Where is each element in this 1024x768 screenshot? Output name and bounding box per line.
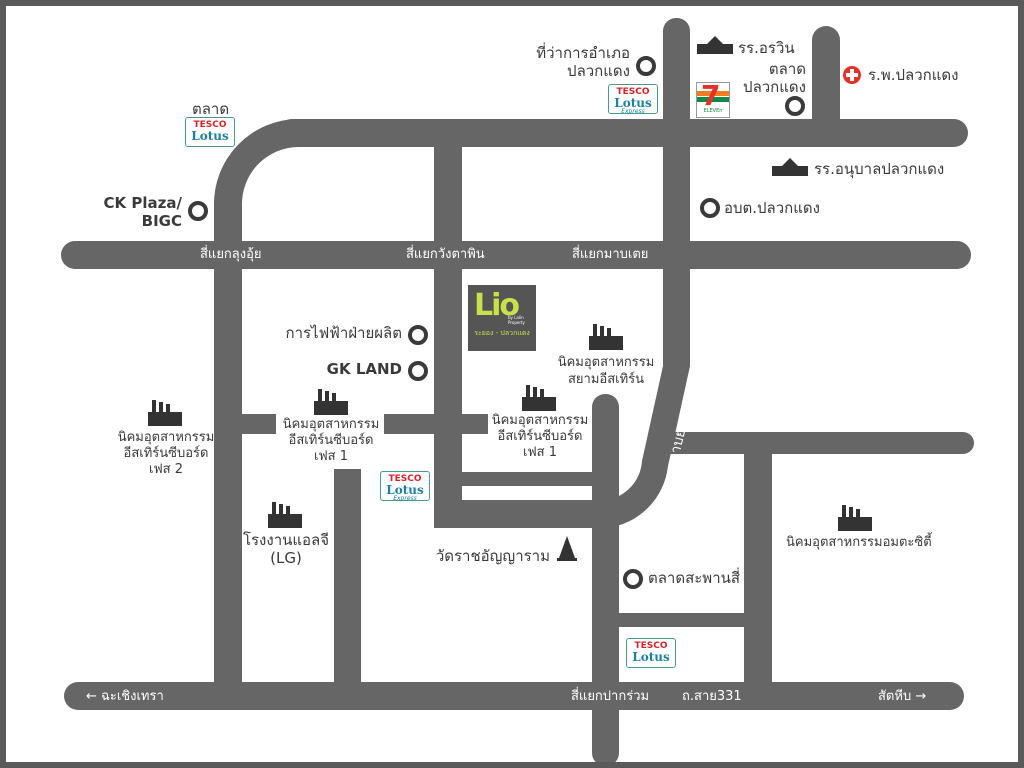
label-hospital: ร.พ.ปลวกแดง [868,66,959,84]
road-label-wang-ta-pin: สี่แยกวังตาพิน [406,247,485,262]
marker-market-pluakdaeng[interactable] [785,96,805,116]
factory-icon-amata [838,505,872,531]
marker-ck-plaza[interactable] [188,201,208,221]
label-market-pluakdaeng: ตลาด ปลวกแดง [743,60,806,96]
project-tag: ระยอง - ปลวกแดง [474,329,530,337]
marker-egat[interactable] [408,325,428,345]
label-egat: การไฟฟ้าฝ่ายผลิต [285,324,403,342]
tesco-sub: Express [393,495,417,502]
tesco-brand: TESCO [193,120,227,130]
tesco-brand: TESCO [616,87,650,97]
road-right-connector-1 [619,613,744,627]
tesco-name: Lotus [614,96,652,110]
label-kindergarten: รร.อนุบาลปลวกแดง [814,160,945,178]
road-connector-mid [384,414,488,434]
label-sao: อบต.ปลวกแดง [724,199,820,217]
label-wat: วัดราชอัญญาราม [435,547,550,565]
label-school-orawin: รร.อรวิน [738,39,795,57]
road-331-vertical [744,454,772,706]
label-siam-eastern: นิคมอุตสาหกรรม สยามอีสเทิร์น [557,355,655,387]
tesco-sub: Express [621,108,645,115]
label-ck-plaza: CK Plaza/ BIGC [103,194,182,230]
tesco-name: Lotus [191,129,229,143]
road-connector-left [242,414,276,434]
temple-icon [557,536,577,561]
factory-icon-es2 [148,400,182,426]
seven-word: ELEVEn [703,108,723,114]
label-gk-land: GK LAND [326,360,402,378]
label-lg-factory: โรงงานแอลจี (LG) [242,531,330,567]
tesco-name: Lotus [386,483,424,497]
road-top-vertical-left [663,18,690,268]
tesco-name: Lotus [632,650,670,664]
marker-sao[interactable] [700,198,720,218]
road-network: ถ.มาบยางพร [61,18,974,762]
label-amata-city: นิคมอุตสาหกรรมอมตะซิตี้ [786,535,932,550]
label-sapan-si-market: ตลาดสะพานสี่ [648,569,741,587]
hospital-cross-icon [843,66,861,84]
road-top-curve [213,119,299,706]
factory-icon-es1b [522,385,556,411]
seven-eleven-logo: 7 ELEVEn [696,79,730,118]
road-middle-horizontal [61,241,971,269]
tesco-brand: TESCO [634,641,668,651]
road-pak-ruam-vertical [592,394,619,762]
seven-number: 7 [701,79,721,112]
project-lio-logo[interactable]: Lio by Lalin Property ระยอง - ปลวกแดง [468,285,536,351]
tesco-brand: TESCO [388,474,422,484]
factory-icon-lg [268,502,302,528]
factory-icon-es1a [314,389,348,415]
label-eastern-seaboard-1a: นิคมอุตสาหกรรม อีสเทิร์นซีบอร์ด เฟส 1 [282,417,380,464]
project-logo-text: Lio [474,288,520,323]
school-icon-kindergarten [772,158,808,176]
road-label-chachoengsao: ← ฉะเชิงเทรา [86,689,164,704]
road-label-sattahip: สัตหีบ → [878,689,927,704]
road-label-pak-ruam: สี่แยกปากร่วม [571,689,650,704]
marker-gk-land[interactable] [408,361,428,381]
road-lg-vertical [334,469,361,706]
marker-district-office[interactable] [636,56,656,76]
label-market-tesco: ตลาด [192,100,230,118]
school-icon-orawin [697,36,733,54]
road-right-horizontal [656,432,974,454]
road-label-mab-toei: สี่แยกมาบเตย [572,247,649,262]
road-small-1 [462,472,592,486]
project-by: by Lalin Property [508,315,525,325]
road-label-klong-ui: สี่แยกลุงอุ้ย [200,247,262,262]
road-mabyangporn [434,268,690,528]
road-inner-vertical-1 [434,147,462,527]
label-eastern-seaboard-1b: นิคมอุตสาหกรรม อีสเทิร์นซีบอร์ด เฟส 1 [491,413,589,460]
label-eastern-seaboard-2: นิคมอุตสาหกรรม อีสเทิร์นซีบอร์ด เฟส 2 [117,430,215,477]
road-label-331: ถ.สาย331 [682,689,742,704]
marker-sapan-si[interactable] [623,569,643,589]
road-top-vertical-right [812,26,840,136]
road-top-horizontal [278,119,968,147]
factory-icon-siam [589,324,623,350]
road-bottom-horizontal [64,682,964,710]
label-district-office: ที่ว่าการอำเภอ ปลวกแดง [536,44,630,80]
